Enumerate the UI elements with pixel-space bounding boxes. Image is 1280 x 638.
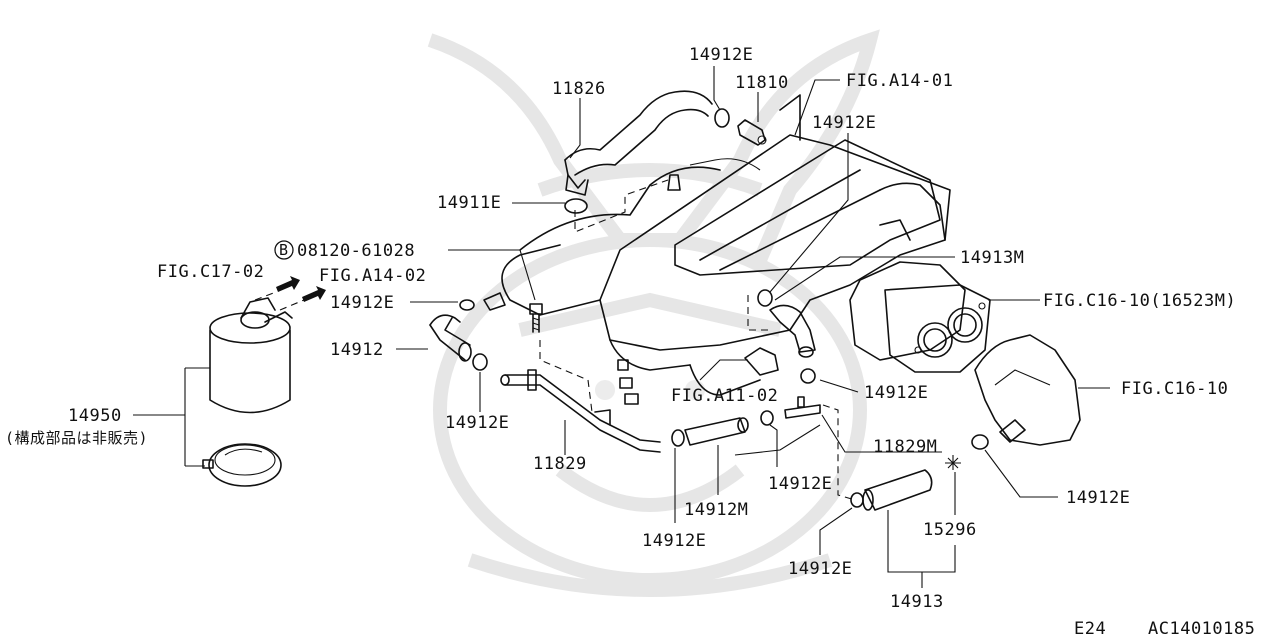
callout-fig-c17-02: FIG.C17-02 bbox=[157, 262, 264, 282]
callout-14913M: 14913M bbox=[960, 248, 1024, 268]
svg-text:B: B bbox=[279, 241, 289, 259]
callout-14912: 14912 bbox=[330, 340, 384, 360]
callout-14912E: 14912E bbox=[1066, 488, 1130, 508]
callout-14912E: 14912E bbox=[812, 113, 876, 133]
flow-arrows bbox=[254, 276, 326, 311]
hose-11826 bbox=[564, 90, 713, 196]
page-code: E24 bbox=[1074, 619, 1106, 638]
callout-14912M: 14912M bbox=[684, 500, 748, 520]
canister-cap bbox=[202, 443, 282, 487]
callout-fig-a14-01: FIG.A14-01 bbox=[846, 71, 953, 91]
clip-15296 bbox=[945, 455, 961, 470]
callout-fig-a14-02: FIG.A14-02 bbox=[319, 266, 426, 286]
callout-11829M: 11829M bbox=[873, 437, 937, 457]
throttle-body bbox=[849, 261, 991, 373]
callout-14912E: 14912E bbox=[330, 293, 394, 313]
footer-codes: E24 AC14010185 bbox=[1074, 619, 1255, 638]
hose-14913 bbox=[862, 469, 933, 511]
leader-lines bbox=[133, 66, 1110, 588]
callout-14912E: 14912E bbox=[642, 531, 706, 551]
callout-15296: 15296 bbox=[923, 520, 977, 540]
part-callouts: 14912E 11810 FIG.A14-01 11826 14912E 149… bbox=[5, 45, 1236, 612]
callout-14912E: 14912E bbox=[864, 383, 928, 403]
callout-fig-c16-10: FIG.C16-10 bbox=[1121, 379, 1228, 399]
callout-08120-61028: 08120-61028 bbox=[297, 241, 415, 261]
callout-14912E: 14912E bbox=[445, 413, 509, 433]
figure-code: AC14010185 bbox=[1148, 619, 1255, 638]
bolt-marker: B bbox=[274, 240, 294, 260]
callout-fig-a11-02: FIG.A11-02 bbox=[671, 386, 778, 406]
callout-14911E: 14911E bbox=[437, 193, 501, 213]
callout-14912E: 14912E bbox=[689, 45, 753, 65]
pipe-11829 bbox=[500, 369, 661, 453]
air-duct bbox=[974, 334, 1081, 446]
callout-14950: 14950 bbox=[68, 406, 122, 426]
assembly-lines bbox=[539, 179, 856, 501]
fitting-11810 bbox=[737, 119, 767, 146]
charcoal-canister bbox=[209, 297, 293, 414]
callout-11810: 11810 bbox=[735, 73, 789, 93]
hose-14913M bbox=[769, 304, 816, 358]
hose-14912M bbox=[684, 417, 749, 446]
watermark-emblem bbox=[427, 29, 880, 597]
intake-manifold bbox=[501, 94, 951, 396]
callout-11826: 11826 bbox=[552, 79, 606, 99]
callout-non-sale-note: (構成部品は非販売) bbox=[5, 429, 148, 447]
callout-fig-c16-10-16523M: FIG.C16-10(16523M) bbox=[1043, 291, 1236, 311]
nipple-fittings bbox=[483, 174, 779, 405]
hose-14912 bbox=[429, 314, 472, 362]
hose-clamps bbox=[459, 108, 989, 508]
bolt-08120-61028 bbox=[529, 303, 543, 333]
callout-14913: 14913 bbox=[890, 592, 944, 612]
callout-14912E: 14912E bbox=[768, 474, 832, 494]
pipe-11829M bbox=[734, 396, 821, 456]
callout-14912E: 14912E bbox=[788, 559, 852, 579]
callout-11829: 11829 bbox=[533, 454, 587, 474]
